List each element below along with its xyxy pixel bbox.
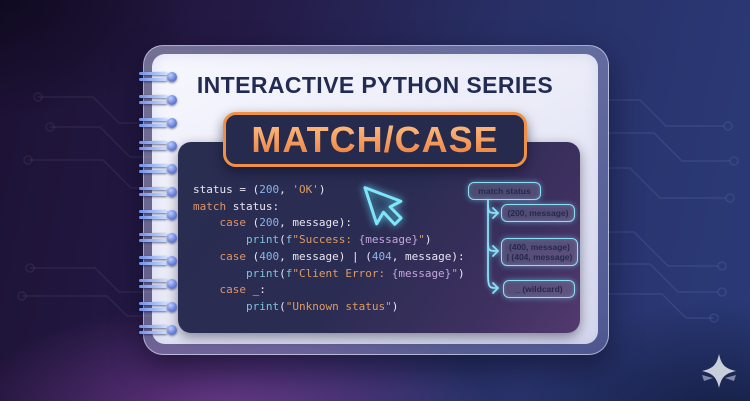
spiral-coil [139,141,177,152]
spiral-coil [139,72,177,83]
flow-branch-box: (200, message) [501,204,575,222]
spiral-coil [139,187,177,198]
spiral-coil [139,118,177,129]
code-lines: status = (200, 'OK')match status: case (… [193,183,465,313]
topic-badge-label: MATCH/CASE [251,118,499,160]
spiral-coil [139,95,177,106]
spiral-coil [139,210,177,221]
spiral-coil [139,279,177,290]
code-block [178,142,580,333]
sparkle-star-icon [702,354,736,388]
spiral-coil [139,325,177,336]
spiral-coil [139,302,177,313]
cursor-arrow-icon [363,186,403,226]
spiral-coil [139,164,177,175]
spiral-coil [139,256,177,267]
flow-root-label: match status [478,185,531,196]
flow-branch-box: (400, message)| (404, message) [501,238,578,266]
series-title: INTERACTIVE PYTHON SERIES [196,72,554,98]
flow-root-box: match status [468,182,541,200]
flow-branch-box: _ (wildcard) [503,280,575,298]
topic-badge: MATCH/CASE [223,112,527,167]
spiral-coil [139,233,177,244]
flowchart-connectors [487,199,500,294]
